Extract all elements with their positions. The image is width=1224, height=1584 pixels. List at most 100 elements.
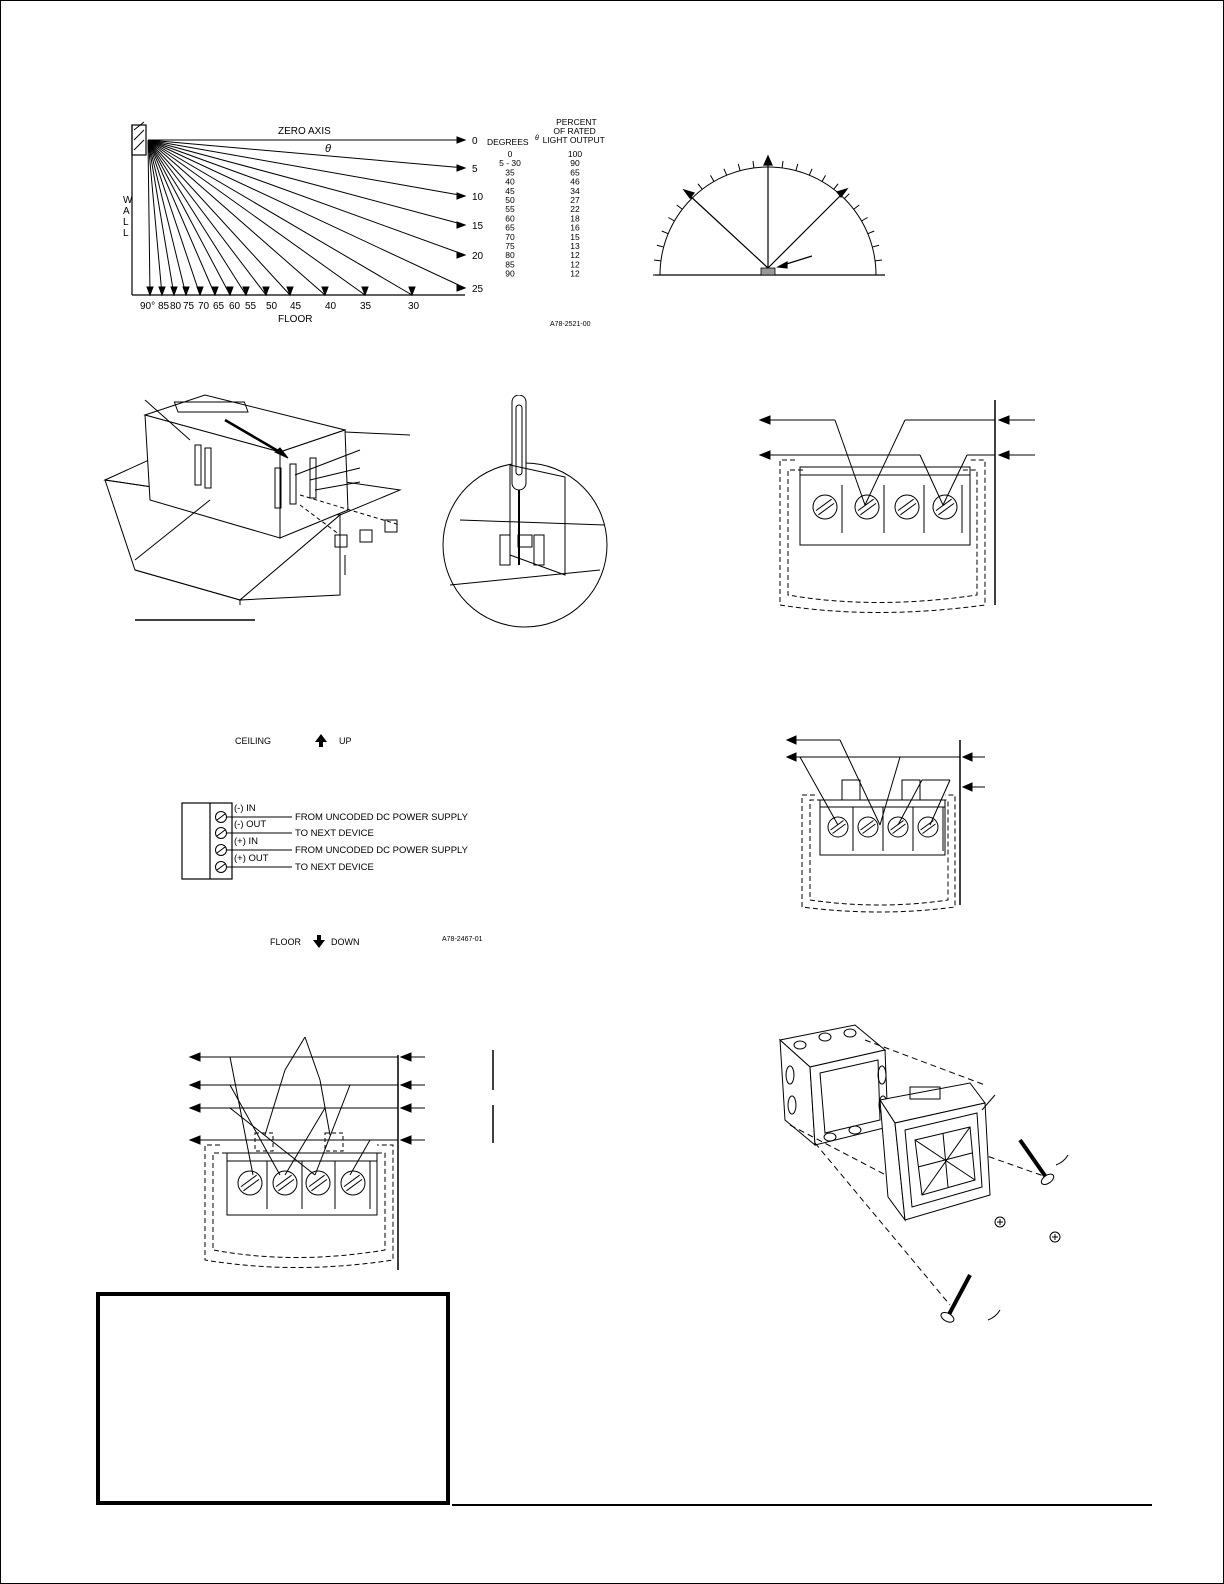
terminal-block-diagram-1 <box>755 395 1045 620</box>
floor-scale-label: 50 <box>266 301 278 312</box>
percent-value: 22 <box>570 204 580 214</box>
percent-value: 46 <box>570 177 580 187</box>
up-label: UP <box>339 736 352 746</box>
terminal-description: TO NEXT DEVICE <box>295 862 374 873</box>
terminal-description: FROM UNCODED DC POWER SUPPLY <box>295 845 469 856</box>
terminal-label: (-) OUT <box>234 819 266 830</box>
screwdriver-detail-svg <box>442 395 608 628</box>
degrees-value: 50 <box>505 195 515 205</box>
terminal-description: FROM UNCODED DC POWER SUPPLY <box>295 812 469 823</box>
terminal-label: (+) IN <box>234 836 258 847</box>
terminal-screw-icon <box>827 816 849 838</box>
percent-header-line: OF RATED <box>553 126 595 136</box>
terminal-label: (+) OUT <box>234 853 269 864</box>
degrees-value: 85 <box>505 259 515 269</box>
back-box-exploded-diagram <box>770 1015 1090 1335</box>
terminal-screw-icon <box>812 494 838 520</box>
terminal-screw-icon <box>237 1170 263 1196</box>
floor-scale-label: 40 <box>325 301 337 312</box>
terminal-screw-icon <box>932 494 958 520</box>
degrees-value: 65 <box>505 223 515 233</box>
percent-value: 100 <box>568 149 582 159</box>
terminal-screw-icon <box>894 494 920 520</box>
degrees-value: 0 <box>508 149 513 159</box>
right-scale-label: 15 <box>472 221 484 232</box>
percent-value: 13 <box>570 241 580 251</box>
terminal-screw-icon <box>854 494 880 520</box>
degrees-value: 45 <box>505 186 515 196</box>
floor-label: FLOOR <box>278 314 312 325</box>
floor-scale-label: 45 <box>290 301 302 312</box>
percent-value: 18 <box>570 213 580 223</box>
terminal-screw-icon <box>272 1170 298 1196</box>
terminal-screw-icon <box>887 816 909 838</box>
terminal-screw-icon <box>340 1170 366 1196</box>
right-scale-label: 20 <box>472 251 484 262</box>
wiring-legend: CEILING UP (-) IN FROM UNCODED DC POWER S… <box>180 725 510 955</box>
percent-value: 27 <box>570 195 580 205</box>
degrees-value: 75 <box>505 241 515 251</box>
degrees-value: 60 <box>505 213 515 223</box>
degrees-header: DEGREES <box>487 137 529 147</box>
right-scale-label: 25 <box>472 284 484 295</box>
floor-scale-label: 75 <box>183 301 195 312</box>
right-scale-label: 0 <box>472 136 478 147</box>
degrees-value: 80 <box>505 250 515 260</box>
terminal-block-3-svg <box>188 1036 494 1270</box>
floor-scale-label: 90° <box>140 301 155 312</box>
beam-protractor-diagram <box>650 150 890 280</box>
light-rays <box>146 136 467 297</box>
floor-scale-label: 70 <box>198 301 210 312</box>
floor-label: FLOOR <box>270 937 302 947</box>
degrees-value: 40 <box>505 177 515 187</box>
degrees-value: 70 <box>505 232 515 242</box>
floor-scale-label: 65 <box>213 301 225 312</box>
strobe-element <box>760 267 776 276</box>
mounting-plate-svg <box>103 394 411 621</box>
terminal-screw-icon <box>305 1170 331 1196</box>
terminal-block-diagram-3 <box>185 1035 505 1275</box>
terminal-block-2-svg <box>785 735 985 913</box>
floor-scale-label: 30 <box>408 301 420 312</box>
zero-axis-label: ZERO AXIS <box>278 126 331 137</box>
right-scale: 0 5 10 15 20 25 <box>472 136 484 295</box>
chart-code: A78-2521-00 <box>550 321 591 328</box>
right-scale-label: 10 <box>472 192 484 203</box>
up-arrow-icon <box>315 734 327 747</box>
right-scale-label: 5 <box>472 164 478 175</box>
wiring-legend-svg: CEILING UP (-) IN FROM UNCODED DC POWER S… <box>181 734 483 948</box>
degrees-value: 35 <box>505 167 515 177</box>
degrees-value: 55 <box>505 204 515 214</box>
percent-value: 15 <box>570 232 580 242</box>
degrees-value: 90 <box>505 269 515 279</box>
terminal-label: (-) IN <box>234 803 256 814</box>
terminal-description: TO NEXT DEVICE <box>295 828 374 839</box>
percent-header-line: PERCENT <box>556 117 597 127</box>
percent-value: 65 <box>570 167 580 177</box>
percent-value: 16 <box>570 223 580 233</box>
percent-value: 12 <box>570 269 580 279</box>
down-label: DOWN <box>331 937 360 947</box>
percent-header-line: LIGHT OUTPUT <box>543 135 605 145</box>
down-arrow-icon <box>313 935 325 948</box>
back-box-exploded-svg <box>778 1024 1069 1323</box>
terminal-block-diagram-2 <box>780 735 1000 915</box>
percent-value: 12 <box>570 250 580 260</box>
ceiling-label: CEILING <box>235 736 271 746</box>
degrees-value: 5 - 30 <box>499 158 521 168</box>
degrees-theta: θ <box>535 135 539 142</box>
terminal-screw-icon <box>857 816 879 838</box>
floor-scale-label: 55 <box>245 301 257 312</box>
theta-label: θ <box>325 143 331 155</box>
beam-arrows <box>682 154 849 269</box>
mounting-plate-diagram <box>100 390 430 630</box>
footer-rule <box>452 1504 1152 1506</box>
floor-scale-label: 85 <box>158 301 170 312</box>
